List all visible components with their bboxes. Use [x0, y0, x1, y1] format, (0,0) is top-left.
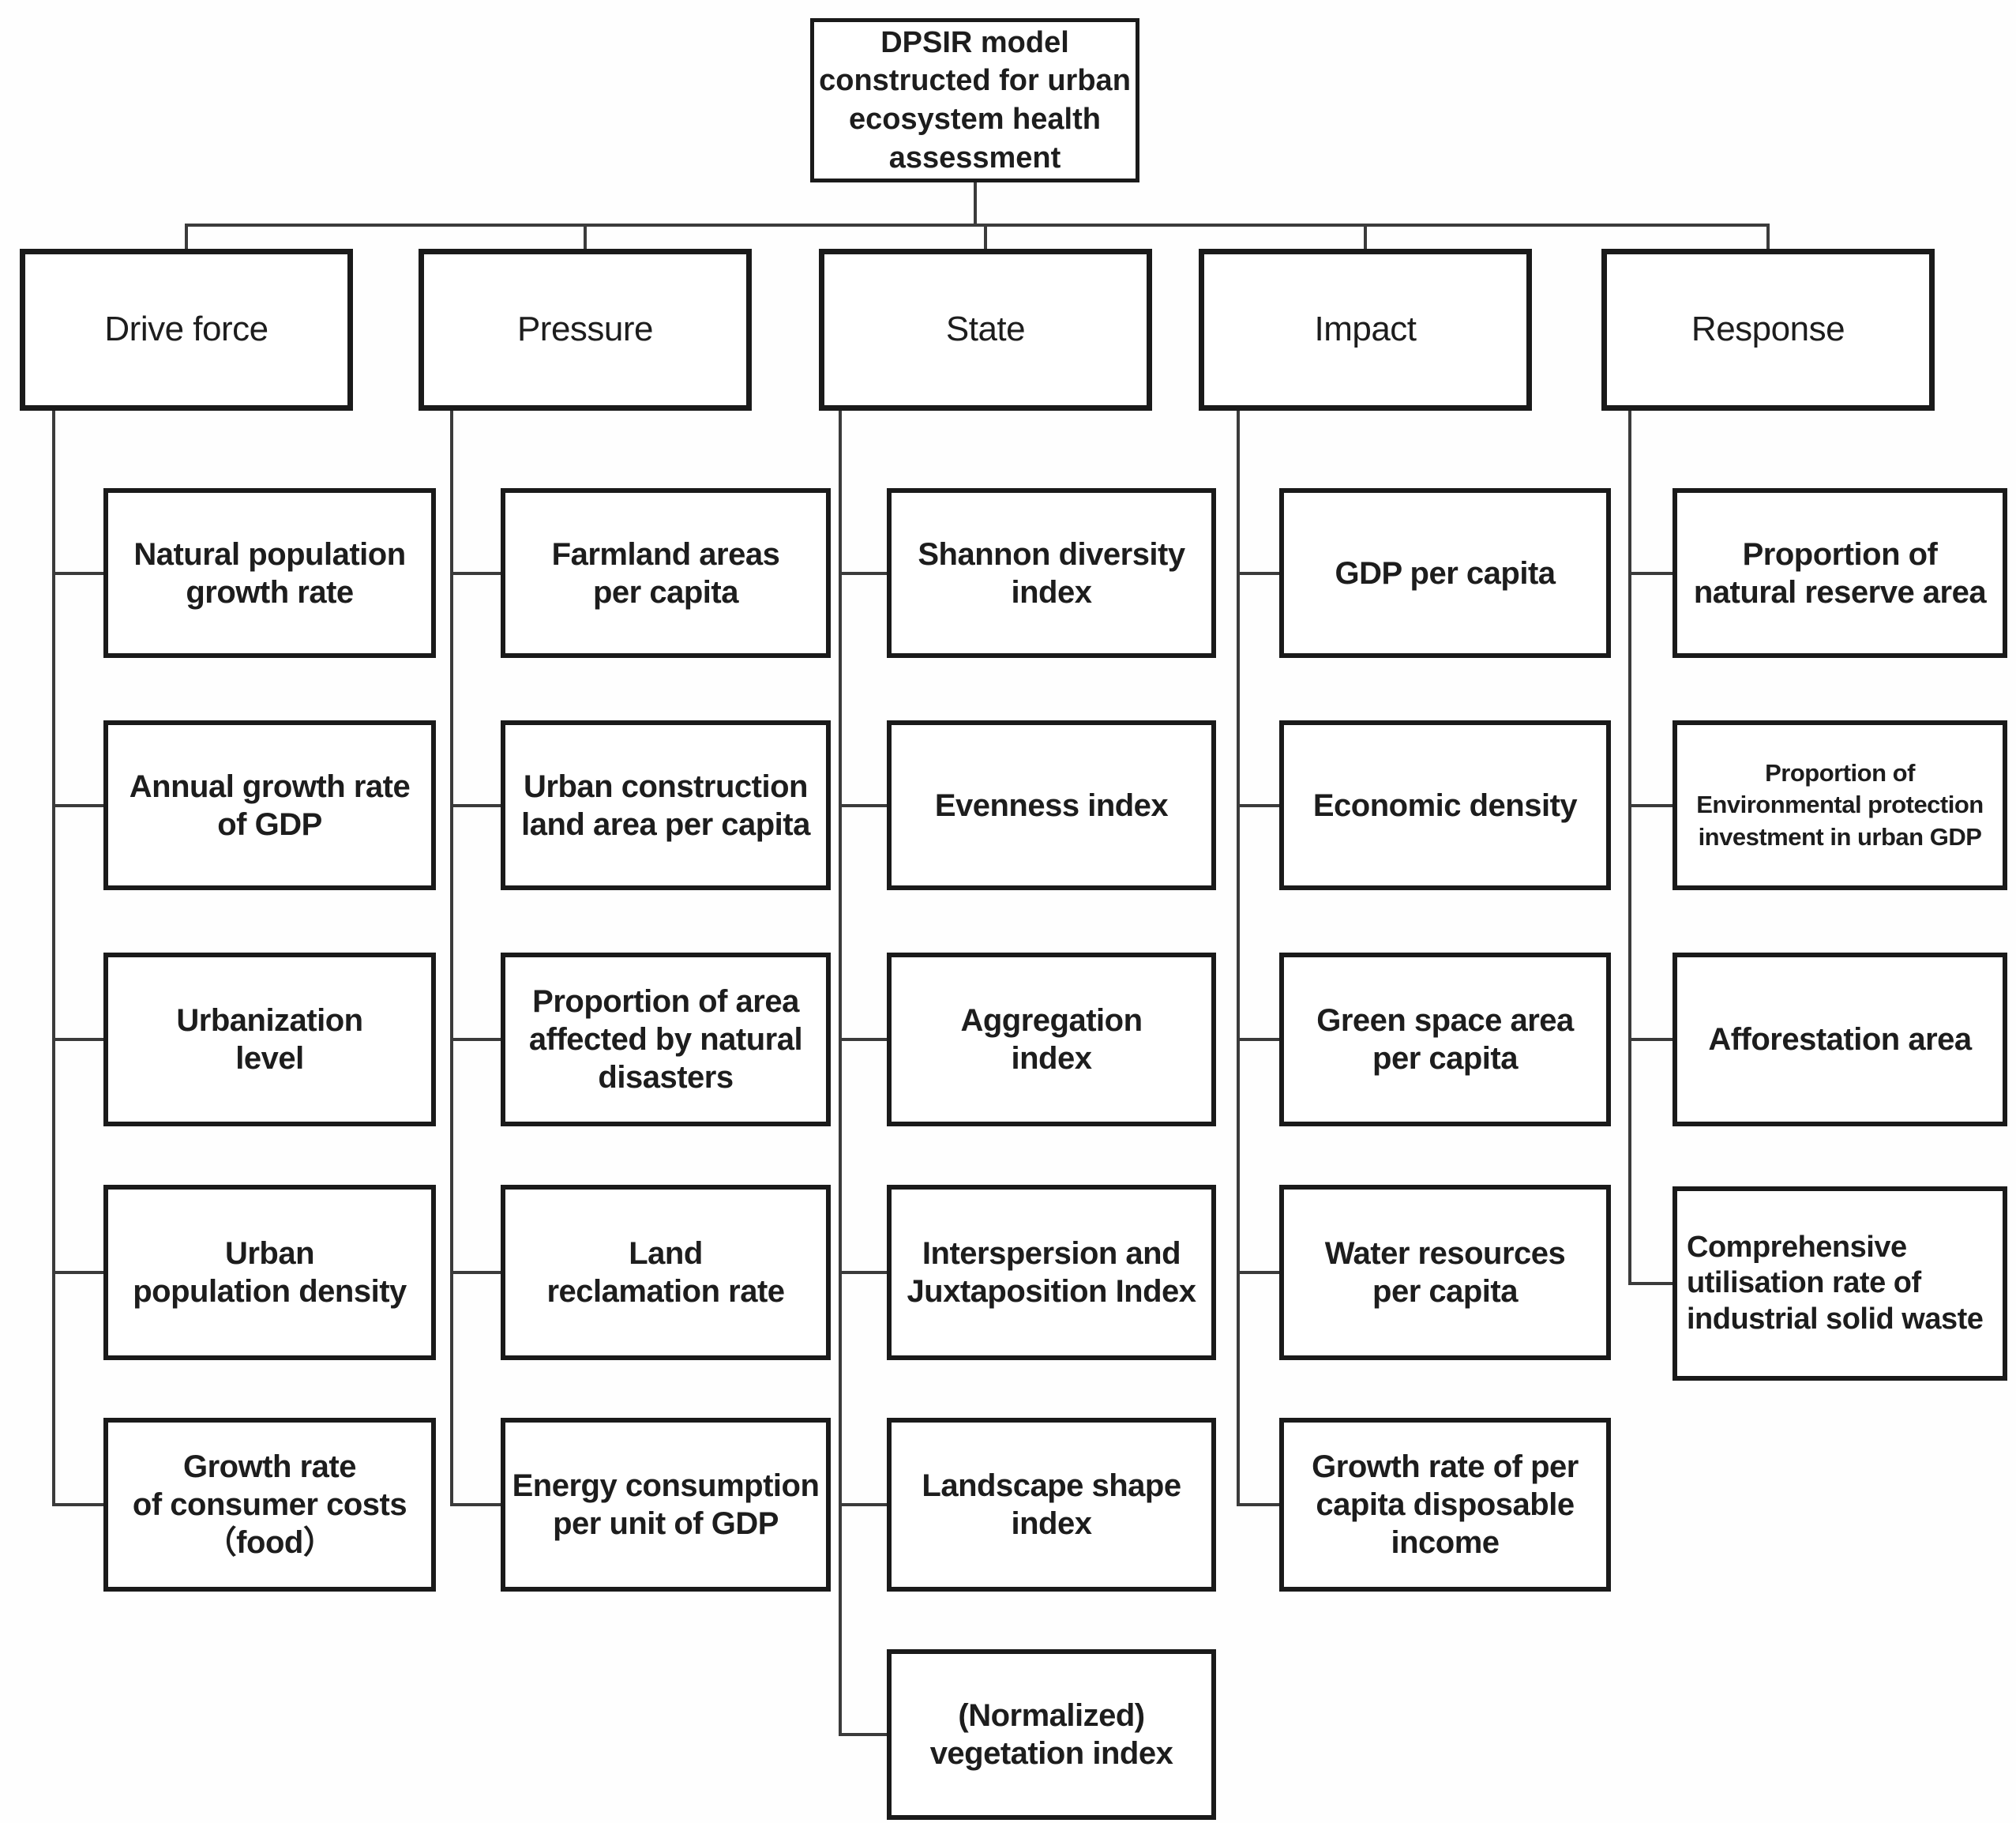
tick-line-impact-0 [1238, 572, 1279, 575]
node-impact-3: Water resources per capita [1279, 1185, 1611, 1360]
tick-line-impact-4 [1238, 1503, 1279, 1506]
category-drive-force: Drive force [20, 249, 353, 411]
node-drive-force-4: Growth rate of consumer costs （food） [103, 1418, 436, 1592]
tick-line-drive-force-3 [54, 1271, 103, 1274]
tick-line-drive-force-4 [54, 1503, 103, 1506]
spine-line-pressure [450, 408, 453, 1506]
category-pressure: Pressure [419, 249, 752, 411]
node-pressure-3: Land reclamation rate [501, 1185, 831, 1360]
node-drive-force-2: Urbanization level [103, 953, 436, 1126]
tick-line-pressure-3 [452, 1271, 501, 1274]
tick-line-response-2 [1630, 1038, 1672, 1041]
tick-line-response-0 [1630, 572, 1672, 575]
spine-line-state [839, 408, 842, 1736]
root-node: DPSIR model constructed for urban ecosys… [810, 18, 1139, 182]
node-pressure-1: Urban construction land area per capita [501, 720, 831, 890]
node-response-3: Comprehensive utilisation rate of indust… [1672, 1186, 2007, 1381]
tick-line-response-3 [1630, 1282, 1672, 1285]
drop-line-pressure [584, 224, 587, 249]
node-impact-0: GDP per capita [1279, 488, 1611, 658]
node-drive-force-1: Annual growth rate of GDP [103, 720, 436, 890]
category-state: State [819, 249, 1152, 411]
tick-line-impact-2 [1238, 1038, 1279, 1041]
node-state-3: Interspersion and Juxtaposition Index [887, 1185, 1216, 1360]
node-pressure-2: Proportion of area affected by natural d… [501, 953, 831, 1126]
distribution-bar [186, 224, 1768, 227]
tick-line-pressure-2 [452, 1038, 501, 1041]
drop-line-drive-force [185, 224, 188, 249]
tick-line-impact-3 [1238, 1271, 1279, 1274]
tick-line-pressure-4 [452, 1503, 501, 1506]
node-state-5: (Normalized) vegetation index [887, 1649, 1216, 1820]
node-state-2: Aggregation index [887, 953, 1216, 1126]
spine-line-response [1628, 408, 1631, 1285]
node-state-1: Evenness index [887, 720, 1216, 890]
drop-line-response [1766, 224, 1770, 249]
drop-line-impact [1364, 224, 1367, 249]
category-impact: Impact [1199, 249, 1532, 411]
tick-line-state-3 [840, 1271, 887, 1274]
tick-line-state-0 [840, 572, 887, 575]
tick-line-pressure-0 [452, 572, 501, 575]
tick-line-state-5 [840, 1733, 887, 1736]
node-drive-force-3: Urban population density [103, 1185, 436, 1360]
node-state-0: Shannon diversity index [887, 488, 1216, 658]
tick-line-impact-1 [1238, 804, 1279, 807]
node-impact-4: Growth rate of per capita disposable inc… [1279, 1418, 1611, 1592]
node-state-4: Landscape shape index [887, 1418, 1216, 1592]
node-response-2: Afforestation area [1672, 953, 2007, 1126]
tick-line-pressure-1 [452, 804, 501, 807]
drop-line-state [984, 224, 987, 249]
tick-line-state-4 [840, 1503, 887, 1506]
tick-line-drive-force-2 [54, 1038, 103, 1041]
node-impact-1: Economic density [1279, 720, 1611, 890]
tick-line-drive-force-1 [54, 804, 103, 807]
tick-line-response-1 [1630, 804, 1672, 807]
node-response-1: Proportion of Environmental protection i… [1672, 720, 2007, 890]
tick-line-state-2 [840, 1038, 887, 1041]
node-pressure-4: Energy consumption per unit of GDP [501, 1418, 831, 1592]
node-drive-force-0: Natural population growth rate [103, 488, 436, 658]
node-pressure-0: Farmland areas per capita [501, 488, 831, 658]
node-response-0: Proportion of natural reserve area [1672, 488, 2007, 658]
node-impact-2: Green space area per capita [1279, 953, 1611, 1126]
spine-line-impact [1237, 408, 1240, 1506]
trunk-line [973, 182, 977, 227]
spine-line-drive-force [52, 408, 55, 1506]
tick-line-state-1 [840, 804, 887, 807]
tick-line-drive-force-0 [54, 572, 103, 575]
category-response: Response [1601, 249, 1935, 411]
